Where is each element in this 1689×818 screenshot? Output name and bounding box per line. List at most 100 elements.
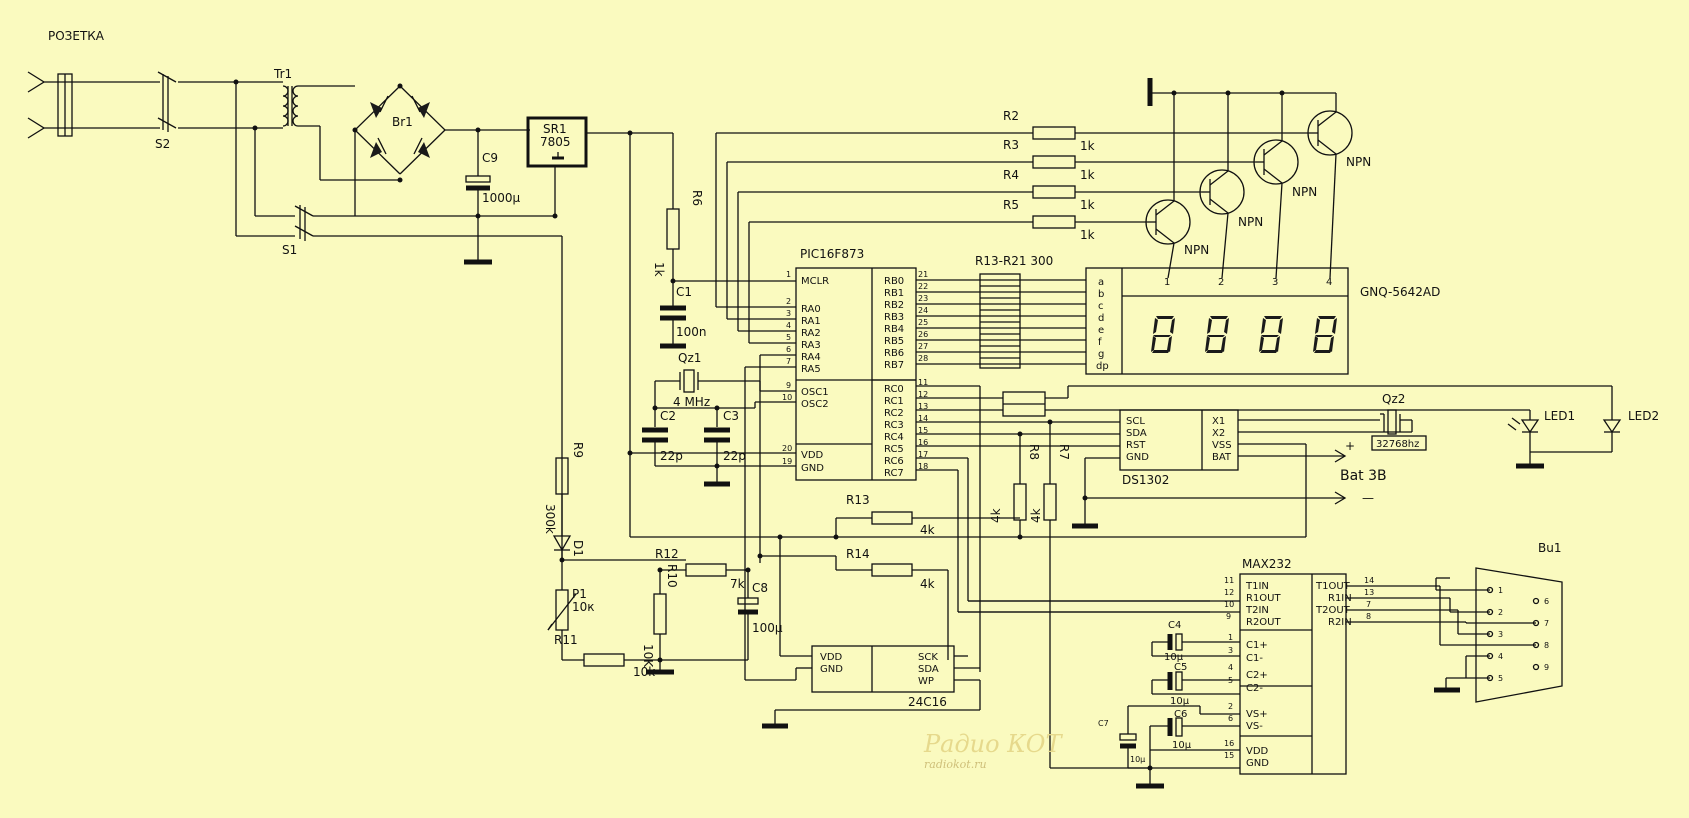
r7-value: 4k xyxy=(1029,508,1043,523)
pic-pin-1: 1 xyxy=(786,270,791,279)
pic-rc6: RC6 xyxy=(884,456,904,467)
diode-d1: D1 xyxy=(552,535,686,590)
pic-name: PIC16F873 xyxy=(800,247,864,261)
r10-value: 7k xyxy=(730,577,745,591)
r8-label: R8 xyxy=(1027,444,1041,460)
bat-minus: — xyxy=(1362,491,1374,505)
seg-c: c xyxy=(1098,301,1104,312)
pic-rb3: RB3 xyxy=(884,312,904,323)
transistor-q3: NPN xyxy=(1253,139,1317,279)
qz2-value: 32768hz xyxy=(1376,439,1419,450)
pic-pin-osc2: 10 xyxy=(782,393,792,402)
max-pin-14: 14 xyxy=(1364,576,1374,585)
max-pin-10: 10 xyxy=(1224,600,1234,609)
pic-rb1: RB1 xyxy=(884,288,904,299)
c5-label: C5 xyxy=(1174,662,1187,673)
pic-pin-rb3: 24 xyxy=(918,306,928,315)
r9-label: R9 xyxy=(571,442,585,458)
pic-pin-rc0: 11 xyxy=(918,378,928,387)
ds-name: DS1302 xyxy=(1122,473,1169,487)
pic-pin-rb2: 23 xyxy=(918,294,928,303)
ee-name: 24C16 xyxy=(908,695,947,709)
ds-scl: SCL xyxy=(1126,416,1145,427)
max-pin-4: 4 xyxy=(1228,663,1233,672)
pic-pin-rc5: 16 xyxy=(918,438,928,447)
r9-value: 300k xyxy=(543,504,557,534)
seg-dp: dp xyxy=(1096,361,1109,372)
r11-value: 10k xyxy=(633,665,655,679)
pic-pin-vdd: 20 xyxy=(782,444,792,453)
c8-value: 100µ xyxy=(752,621,783,635)
capacitor-c3: C3 22p xyxy=(704,409,746,487)
max-pin-8: 8 xyxy=(1366,612,1371,621)
display-gnq5642ad: GNQ-5642AD a b c d e f g dp 1 2 3 4 xyxy=(1085,267,1440,375)
max-pin-2: 2 xyxy=(1228,702,1233,711)
ds-gnd: GND xyxy=(1126,452,1149,463)
c7-label: C7 xyxy=(1098,719,1109,728)
resistor-r7: R7 4k xyxy=(1029,422,1071,768)
mains-label: РОЗЕТКА xyxy=(48,29,105,43)
pic-vdd: VDD xyxy=(801,450,824,461)
r13-label: R13 xyxy=(846,493,870,507)
r7-label: R7 xyxy=(1057,444,1071,460)
max-r1in: R1IN xyxy=(1328,593,1352,604)
seg-a: a xyxy=(1098,277,1104,288)
max-c1p: C1+ xyxy=(1246,640,1268,651)
c4-value: 10µ xyxy=(1164,652,1184,663)
max-pin-13: 13 xyxy=(1364,588,1374,597)
c5-value: 10µ xyxy=(1170,696,1190,707)
max-t2out: T2OUT xyxy=(1315,605,1351,616)
r4-value: 1k xyxy=(1080,198,1095,212)
crystal-qz2: Qz2 32768hz xyxy=(1371,392,1427,451)
pic-rc0: RC0 xyxy=(884,384,904,395)
r2-label: R2 xyxy=(1003,109,1019,123)
pic-pin-osc1: 9 xyxy=(786,381,791,390)
max-r2out: R2OUT xyxy=(1246,617,1282,628)
max-gnd: GND xyxy=(1246,758,1269,769)
resistor-r13: R13 4k xyxy=(833,493,1020,540)
c6-label: C6 xyxy=(1174,709,1187,720)
transformer-tr1: Tr1 xyxy=(233,67,400,236)
bu1-label: Bu1 xyxy=(1538,541,1561,555)
db9-pin-6: 6 xyxy=(1544,597,1549,606)
pic-pin-ra4: 6 xyxy=(786,345,791,354)
bridge-rectifier-br1: Br1 xyxy=(352,83,530,216)
capacitor-c4: C4 10µ xyxy=(1151,620,1240,663)
db9-pin-4: 4 xyxy=(1498,652,1503,661)
pic-rb6: RB6 xyxy=(884,348,904,359)
npn-label-1: NPN xyxy=(1184,243,1209,257)
capacitor-c5: C5 10µ xyxy=(1151,662,1240,707)
pic-rb4: RB4 xyxy=(884,324,904,335)
max-pin-7: 7 xyxy=(1366,600,1371,609)
resistor-r3: R3 1k xyxy=(1003,138,1256,182)
pic-ra2: RA2 xyxy=(801,328,821,339)
max-r2in: R2IN xyxy=(1328,617,1352,628)
ee-gnd: GND xyxy=(820,664,843,675)
digit-1 xyxy=(1151,316,1175,353)
pic-ra0: RA0 xyxy=(801,304,821,315)
ds-x2: X2 xyxy=(1212,428,1225,439)
resistor-r14: R14 4k xyxy=(757,547,949,660)
max-c2m: C2- xyxy=(1246,683,1263,694)
transceiver-max232: MAX232 11 T1IN 12 R1OUT 10 T2IN 9 R2OUT … xyxy=(958,557,1400,789)
pic-rc4: RC4 xyxy=(884,432,904,443)
sr1-label: SR1 xyxy=(543,122,567,136)
resistor-r10: R10 7k xyxy=(660,563,751,591)
crystal-qz1: Qz1 4 MHz xyxy=(652,351,796,427)
capacitor-c9: C9 1000µ xyxy=(464,130,521,265)
r13-value: 4k xyxy=(920,523,935,537)
connector-bu1: Bu1 1 6 2 7 3 8 4 9 5 xyxy=(1400,541,1563,703)
max-c1m: C1- xyxy=(1246,653,1263,664)
c2-label: C2 xyxy=(660,409,676,423)
regulator-sr1: SR1 7805 xyxy=(526,116,673,219)
led-1: LED1 xyxy=(1507,409,1575,469)
pic-rb2: RB2 xyxy=(884,300,904,311)
capacitor-c2: C2 22p xyxy=(642,409,796,467)
pic-rc2: RC2 xyxy=(884,408,904,419)
pic-rc5: RC5 xyxy=(884,444,904,455)
s1-label: S1 xyxy=(282,243,297,257)
max-vsp: VS+ xyxy=(1246,709,1268,720)
max-pin-15: 15 xyxy=(1224,751,1234,760)
max-c2p: C2+ xyxy=(1246,670,1268,681)
pic-osc2: OSC2 xyxy=(801,399,829,410)
